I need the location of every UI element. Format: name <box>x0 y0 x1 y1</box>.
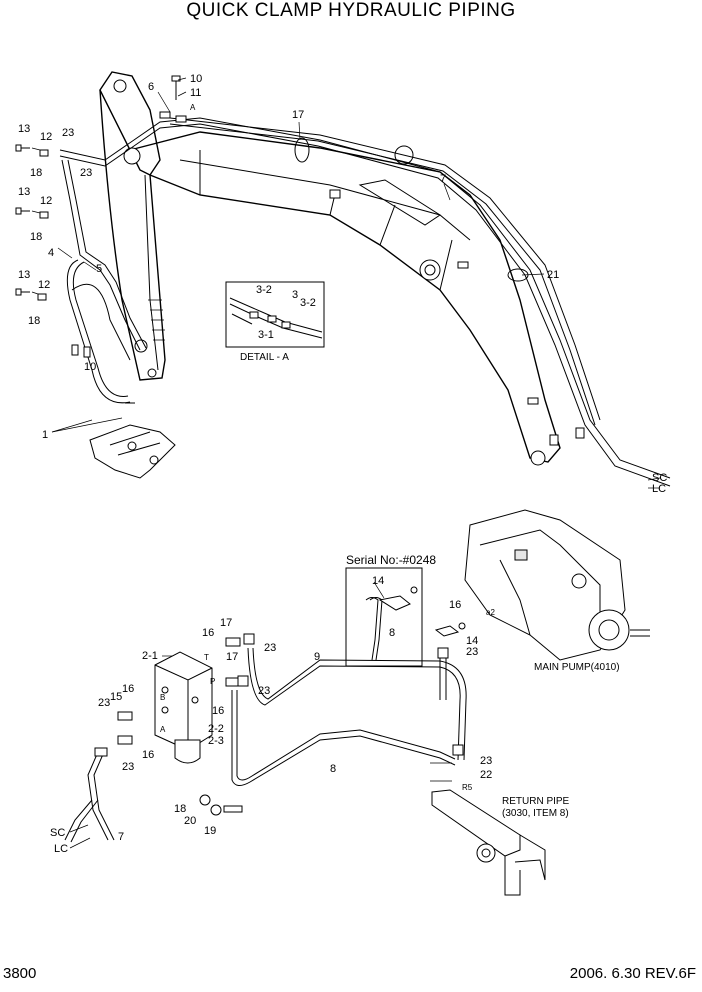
callout-18-a: 18 <box>30 167 42 179</box>
callout-2-3: 2-3 <box>208 735 224 747</box>
callout-16-right: 16 <box>449 599 461 611</box>
callout-18-c: 18 <box>28 315 40 327</box>
detail-callout-3-2-b: 3-2 <box>300 297 316 309</box>
serial-caption: Serial No:-#0248 <box>346 553 436 567</box>
callout-14-serial: 14 <box>372 575 384 587</box>
main-pump: MAIN PUMP(4010) <box>464 509 650 673</box>
callout-numbers: 10 11 6 A 17 7 21 13 12 23 18 23 13 12 1… <box>18 73 667 855</box>
page-revision: 2006. 6.30 REV.6F <box>569 965 696 982</box>
quick-clamp-coupler <box>89 424 176 479</box>
lower-piping: T P B A RETURN PIPE (3030, ITEM 8) R5 a2 <box>64 608 570 896</box>
callout-23-left-1: 23 <box>98 697 110 709</box>
port-a: A <box>160 725 166 734</box>
sc-label-bottom: SC <box>50 827 65 839</box>
leader-lines <box>31 77 661 849</box>
callout-16-left-2: 16 <box>142 749 154 761</box>
callout-17-top: 17 <box>292 109 304 121</box>
callout-2-2: 2-2 <box>208 723 224 735</box>
callout-18-b: 18 <box>30 231 42 243</box>
callout-6: 6 <box>148 81 154 93</box>
callout-14-right: 14 <box>466 635 478 647</box>
callout-13-a: 13 <box>18 123 30 135</box>
callout-16-left: 16 <box>122 683 134 695</box>
callout-23-b: 23 <box>80 167 92 179</box>
callout-23-valve-1: 23 <box>264 642 276 654</box>
detail-callout-3-1: 3-1 <box>258 329 274 341</box>
return-pipe-label-1: RETURN PIPE <box>502 796 570 807</box>
callout-16-valve-2: 16 <box>212 705 224 717</box>
arm-mounting-hardware <box>15 144 135 404</box>
page-title: QUICK CLAMP HYDRAULIC PIPING <box>186 0 516 21</box>
callout-12-a: 12 <box>40 131 52 143</box>
callout-10-mid: 10 <box>84 361 96 373</box>
detail-callout-3-2-a: 3-2 <box>256 284 272 296</box>
callout-4: 4 <box>48 247 54 259</box>
callout-23-low: 23 <box>480 755 492 767</box>
port-b: B <box>160 693 165 702</box>
callout-17-valve-1: 17 <box>220 617 232 629</box>
callout-9: 9 <box>314 651 320 663</box>
detail-ref-a: A <box>190 103 196 112</box>
callout-23-left-2: 23 <box>122 761 134 773</box>
callout-7-bottom: 7 <box>118 831 124 843</box>
callout-22: 22 <box>480 769 492 781</box>
serial-box: Serial No:-#0248 <box>345 553 436 667</box>
r5-label: R5 <box>462 783 473 792</box>
sc-label-top: SC <box>652 472 667 484</box>
detail-a-caption: DETAIL - A <box>240 352 289 363</box>
callout-12-b: 12 <box>40 195 52 207</box>
callout-23-right: 23 <box>466 646 478 658</box>
detail-a-box: DETAIL - A <box>225 281 325 363</box>
callout-8-low: 8 <box>330 763 336 775</box>
callout-10-top: 10 <box>190 73 202 85</box>
page-number: 3800 <box>3 965 37 982</box>
detail-callout-3: 3 <box>292 289 298 301</box>
callout-21: 21 <box>547 269 559 281</box>
boom-arm-assembly <box>59 71 671 487</box>
callout-11: 11 <box>190 87 201 99</box>
callout-20: 20 <box>184 815 196 827</box>
main-pump-label: MAIN PUMP(4010) <box>534 662 620 673</box>
return-pipe-label-2: (3030, ITEM 8) <box>502 808 569 819</box>
lc-label-bottom: LC <box>54 843 68 855</box>
callout-1: 1 <box>42 429 48 441</box>
callout-17-valve-2: 17 <box>226 651 238 663</box>
callout-16-valve: 16 <box>202 627 214 639</box>
callout-19: 19 <box>204 825 216 837</box>
callout-12-c: 12 <box>38 279 50 291</box>
callout-7-top: 7 <box>440 173 446 185</box>
callout-8-serial: 8 <box>389 627 395 639</box>
callout-23-a: 23 <box>62 127 74 139</box>
callout-2-1: 2-1 <box>142 650 158 662</box>
a2-label: a2 <box>486 608 495 617</box>
callout-13-c: 13 <box>18 269 30 281</box>
callout-5: 5 <box>96 263 102 275</box>
lc-label-top: LC <box>652 483 666 495</box>
port-t: T <box>204 653 209 662</box>
callout-15: 15 <box>110 691 122 703</box>
callout-18-bottom: 18 <box>174 803 186 815</box>
callout-23-valve-2: 23 <box>258 685 270 697</box>
callout-13-b: 13 <box>18 186 30 198</box>
port-p: P <box>210 677 215 686</box>
